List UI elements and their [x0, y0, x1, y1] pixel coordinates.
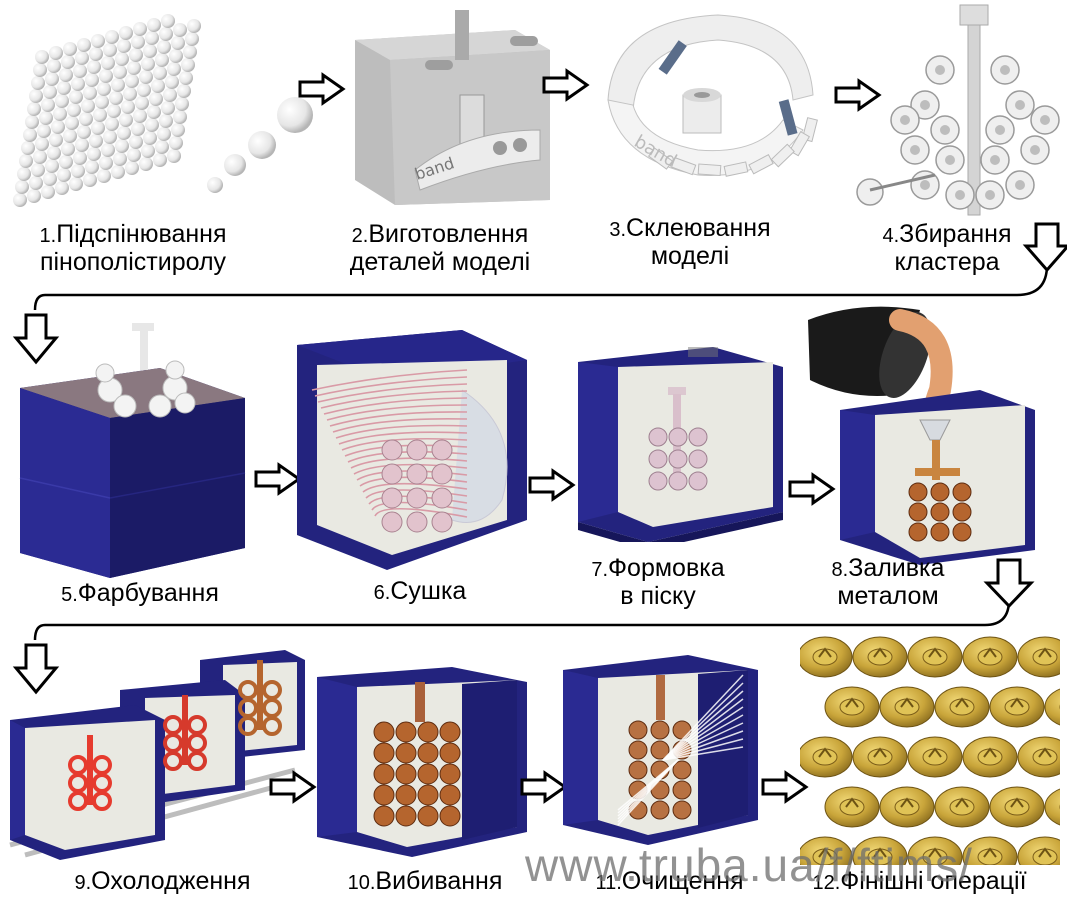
- step8-caption: 8.Заливка металом: [831, 554, 945, 610]
- step10-box-image: [312, 662, 532, 857]
- arrow-right-icon: [253, 462, 303, 501]
- step9-caption: 9.Охолодження: [74, 867, 251, 895]
- step12-parts-image: [800, 635, 1060, 865]
- step5-caption: 5.Фарбування: [61, 579, 219, 607]
- step3-ring-image: band: [588, 0, 828, 215]
- arrow-right-icon: [833, 78, 883, 117]
- step11-caption: 11.Очищення: [595, 867, 744, 895]
- step7-caption: 7.Формовка в піску: [591, 554, 725, 610]
- step9-boxes-image: [5, 640, 305, 870]
- step6-caption: 6.Сушка: [373, 577, 467, 605]
- step5-box-image: [10, 318, 250, 578]
- step1-caption: 1.Підспінювання пінополістиролу: [39, 220, 227, 276]
- flow-connector-1: [0, 0, 1067, 385]
- step6-box-image: [292, 320, 532, 575]
- arrow-right-icon: [527, 468, 577, 507]
- arrow-right-icon: [519, 770, 569, 809]
- step11-box-image: [558, 650, 763, 845]
- step1-beads-image: [0, 0, 320, 225]
- watermark: www.truba.ua/f/ftims/: [525, 839, 973, 891]
- step4-caption: 4.Збирання кластера: [882, 220, 1012, 276]
- flow-connector-2: [12, 558, 1035, 695]
- step8-box-image: [800, 300, 1050, 565]
- step2-caption: 2.Виготовлення деталей моделі: [349, 220, 531, 276]
- arrow-right-icon: [297, 72, 347, 111]
- step12-caption: 12.Фінішні операції: [812, 867, 1027, 895]
- step7-box-image: [573, 342, 788, 542]
- arrow-right-icon: [541, 68, 591, 107]
- arrow-right-icon: [760, 770, 810, 809]
- step4-cluster-image: [855, 0, 1060, 225]
- step10-caption: 10.Вибивання: [347, 867, 503, 895]
- arrow-right-icon: [787, 472, 837, 511]
- step2-mold-image: band: [335, 0, 560, 215]
- step3-caption: 3.Склеювання моделі: [609, 214, 771, 270]
- arrow-right-icon: [268, 770, 318, 809]
